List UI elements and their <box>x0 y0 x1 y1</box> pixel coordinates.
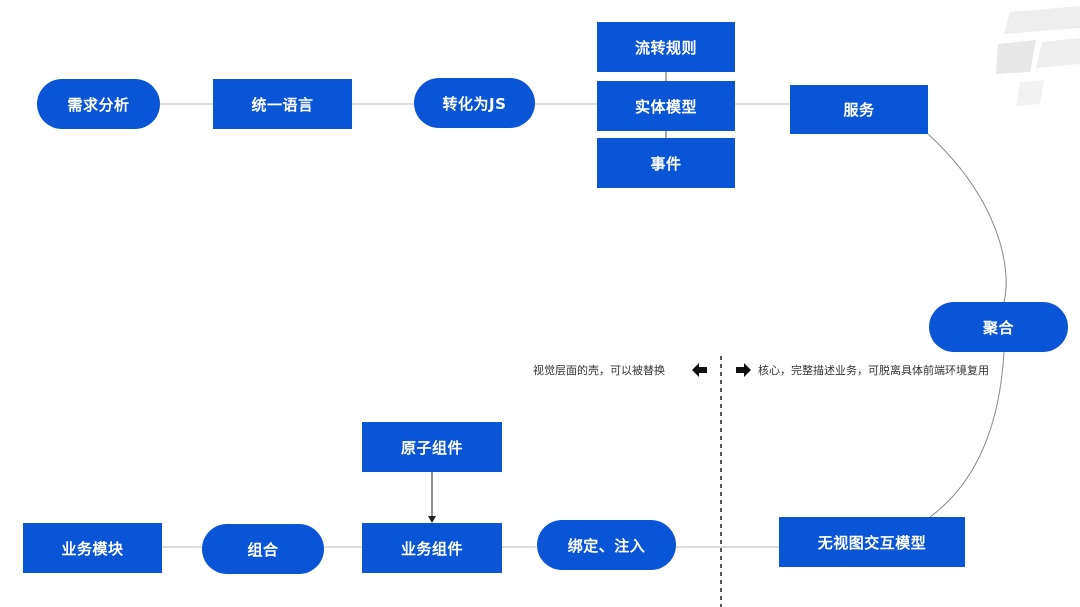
note-visual-shell: 视觉层面的壳，可以被替换 <box>533 364 665 377</box>
node-business-component: 业务组件 <box>362 523 502 573</box>
node-bind-inject: 绑定、注入 <box>537 520 676 570</box>
arrow-left-icon <box>692 363 707 377</box>
node-entity-model: 实体模型 <box>597 81 735 131</box>
node-events: 事件 <box>597 138 735 188</box>
node-combine: 组合 <box>202 524 324 574</box>
edge-service-aggregate-curve <box>927 133 1007 303</box>
node-unified-language: 统一语言 <box>213 79 352 129</box>
node-aggregate: 聚合 <box>929 302 1068 352</box>
node-business-module: 业务模块 <box>23 523 162 573</box>
node-convert-to-js: 转化为JS <box>414 78 535 128</box>
node-viewless-interaction-model: 无视图交互模型 <box>779 517 965 567</box>
node-flow-rules: 流转规则 <box>597 22 735 72</box>
corner-decoration <box>996 6 1080 106</box>
arrowhead-down <box>428 516 436 523</box>
node-service: 服务 <box>790 85 928 134</box>
edge-aggregate-model-curve <box>929 351 1005 518</box>
node-requirement-analysis: 需求分析 <box>37 79 160 129</box>
note-core-description: 核心，完整描述业务，可脱离具体前端环境复用 <box>758 364 989 377</box>
arrow-right-icon <box>736 363 751 377</box>
node-atomic-component: 原子组件 <box>362 422 502 472</box>
